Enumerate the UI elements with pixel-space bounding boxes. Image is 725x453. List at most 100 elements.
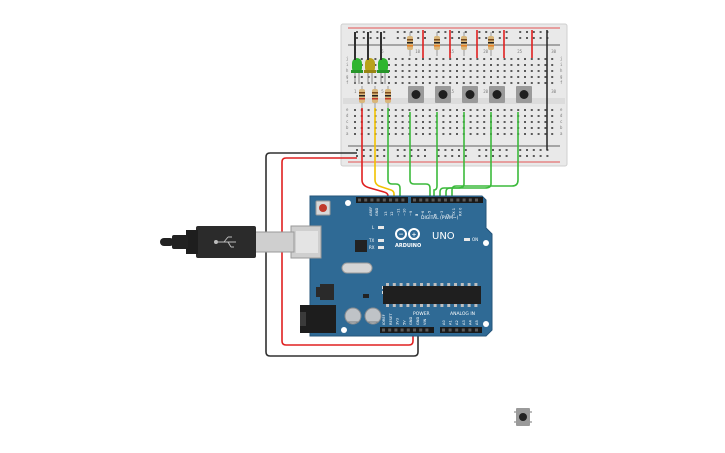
header-hole bbox=[388, 328, 392, 332]
rail-hole bbox=[369, 37, 372, 39]
rail-hole bbox=[498, 37, 501, 39]
chip-pin bbox=[460, 304, 464, 307]
wire-green-1[interactable] bbox=[409, 112, 431, 200]
arduino-uno-board[interactable]: L TX RX ON − + ARDUINO UNO DIGITAL (PWM~… bbox=[290, 195, 493, 337]
resistor-button-4[interactable] bbox=[488, 32, 494, 56]
pushbutton-cap bbox=[519, 413, 527, 421]
chip-pin bbox=[426, 283, 430, 286]
rail-hole bbox=[376, 155, 379, 157]
breadboard-hole bbox=[510, 58, 513, 60]
usb-metal-tip bbox=[253, 231, 295, 253]
breadboard-hole bbox=[381, 76, 384, 78]
rail-hole bbox=[464, 31, 467, 33]
breadboard-hole bbox=[469, 121, 472, 123]
breadboard-hole bbox=[530, 121, 533, 123]
rail-hole bbox=[485, 155, 488, 157]
breadboard-hole bbox=[524, 82, 526, 84]
resistor-led-2[interactable] bbox=[372, 86, 378, 108]
breadboard-hole bbox=[367, 133, 370, 135]
pushbutton-5[interactable] bbox=[516, 86, 532, 103]
rail-hole bbox=[451, 37, 454, 39]
rail-hole bbox=[444, 37, 447, 39]
wire-red-led1[interactable] bbox=[361, 108, 389, 200]
rail-hole bbox=[437, 149, 440, 151]
breadboard-hole bbox=[462, 64, 465, 66]
usb-strain-relief bbox=[172, 235, 188, 249]
led-l-indicator bbox=[378, 226, 384, 229]
rail-hole bbox=[424, 149, 426, 151]
pushbutton-2[interactable] bbox=[435, 86, 451, 103]
pin-label-digital: 12 bbox=[390, 211, 394, 216]
breadboard-hole bbox=[449, 115, 452, 117]
breadboard-hole bbox=[456, 133, 458, 135]
resistor-button-1[interactable] bbox=[407, 32, 413, 56]
breadboard-hole bbox=[483, 70, 486, 72]
breadboard-hole bbox=[537, 115, 540, 117]
breadboard-hole bbox=[428, 58, 431, 60]
breadboard-hole bbox=[476, 127, 479, 129]
pushbutton-leg bbox=[514, 421, 517, 423]
breadboard-hole bbox=[428, 109, 431, 111]
pushbutton-3[interactable] bbox=[462, 86, 478, 103]
breadboard-hole bbox=[544, 70, 547, 72]
rail-hole bbox=[546, 155, 549, 157]
logo-minus: − bbox=[399, 231, 404, 238]
breadboard-hole bbox=[496, 82, 499, 84]
column-number: 1 bbox=[354, 89, 357, 94]
usb-port-inner bbox=[296, 231, 318, 253]
pushbutton-1[interactable] bbox=[408, 86, 424, 103]
header-hole bbox=[431, 198, 435, 202]
resistor-button-2[interactable] bbox=[434, 32, 440, 56]
analog-header[interactable] bbox=[440, 327, 482, 333]
breadboard-hole bbox=[476, 121, 479, 123]
capacitor-1 bbox=[344, 307, 362, 325]
breadboard-hole bbox=[483, 58, 486, 60]
header-hole bbox=[413, 198, 416, 202]
rail-hole bbox=[396, 37, 399, 39]
resistor-led-3[interactable] bbox=[385, 86, 391, 108]
column-number: 20 bbox=[483, 49, 488, 54]
row-letter: b bbox=[560, 125, 563, 130]
row-letter: g bbox=[346, 74, 349, 79]
breadboard-hole bbox=[449, 82, 452, 84]
breadboard-hole bbox=[401, 82, 404, 84]
pin-label-digital: 4 bbox=[434, 213, 438, 216]
breadboard-hole bbox=[517, 76, 520, 78]
breadboard-hole bbox=[367, 76, 370, 78]
row-letter: i bbox=[346, 62, 349, 67]
breadboard-hole bbox=[537, 109, 540, 111]
led-tx-indicator bbox=[378, 239, 384, 242]
led-green-1[interactable] bbox=[351, 58, 363, 84]
wire-green-led3[interactable] bbox=[387, 108, 401, 200]
wire-yellow-led2[interactable] bbox=[374, 108, 395, 200]
led-green-2[interactable] bbox=[377, 58, 389, 84]
column-number: 25 bbox=[517, 49, 522, 54]
pushbutton-4[interactable] bbox=[489, 86, 505, 103]
chip-pin bbox=[399, 304, 403, 307]
reset-button-cap bbox=[319, 204, 327, 212]
column-number: 5 bbox=[381, 49, 384, 54]
wire-green-5[interactable] bbox=[451, 112, 519, 200]
resistor-button-3[interactable] bbox=[461, 32, 467, 56]
row-letter: d bbox=[346, 113, 349, 118]
atmega-chip-pins bbox=[386, 283, 478, 307]
rail-hole bbox=[498, 149, 501, 151]
usb-trident-symbol bbox=[214, 236, 236, 248]
logo-loop-right bbox=[408, 228, 420, 240]
breadboard-hole bbox=[544, 109, 547, 111]
rail-hole bbox=[403, 37, 406, 39]
pushbutton-icon[interactable] bbox=[514, 408, 532, 426]
resistor-led-1[interactable] bbox=[359, 86, 365, 108]
breadboard-hole bbox=[381, 109, 384, 111]
chip-pin bbox=[440, 304, 444, 307]
breadboard-hole bbox=[456, 64, 458, 66]
wire-red-5v[interactable] bbox=[281, 157, 414, 346]
header-hole bbox=[455, 328, 459, 332]
pin-label-digital: 13 bbox=[384, 211, 388, 216]
usb-plug-icon[interactable] bbox=[160, 226, 295, 258]
smd-part bbox=[363, 294, 369, 298]
led-yellow[interactable] bbox=[364, 58, 376, 84]
digital-header-left[interactable] bbox=[356, 197, 408, 203]
wire-black-gnd[interactable] bbox=[265, 152, 419, 357]
